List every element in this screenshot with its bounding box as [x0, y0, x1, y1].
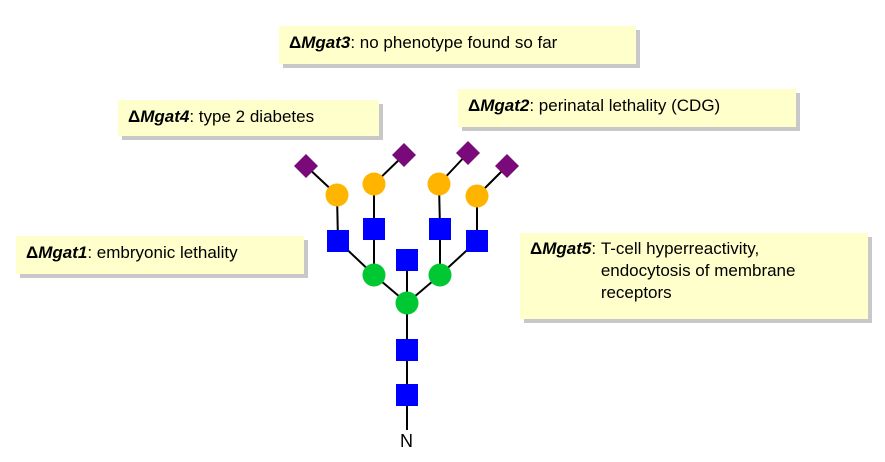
- gene-name: ΔMgat4: [128, 107, 190, 126]
- mgat2-callout: ΔMgat2: perinatal lethality (CDG): [458, 89, 796, 127]
- mgat4-callout: ΔMgat4: type 2 diabetes: [118, 100, 379, 136]
- phenotype-text: type 2 diabetes: [194, 107, 315, 126]
- sialic-acid-diamond: [456, 141, 480, 165]
- sialic-acid-diamond: [495, 154, 519, 178]
- galactose-circle: [465, 184, 489, 208]
- sialic-acid-diamond: [294, 154, 318, 178]
- mannose-circle: [395, 291, 419, 315]
- gene-name: ΔMgat1: [26, 243, 88, 262]
- galactose-circle: [325, 183, 349, 207]
- glcnac-square: [429, 218, 451, 240]
- sialic-acid-diamond: [392, 143, 416, 167]
- glcnac-square: [396, 339, 418, 361]
- mannose-circle: [428, 263, 452, 287]
- glcnac-square: [396, 384, 418, 406]
- bisecting-glcnac: [396, 249, 418, 271]
- galactose-circle: [362, 172, 386, 196]
- phenotype-line-2: endocytosis of membrane: [600, 261, 796, 280]
- glycan-residues: [294, 141, 519, 406]
- galactose-circle: [427, 172, 451, 196]
- mgat3-callout: ΔMgat3: no phenotype found so far: [279, 26, 636, 64]
- phenotype-line-1: T-cell hyperreactivity,: [600, 239, 760, 258]
- phenotype-text: no phenotype found so far: [355, 33, 558, 52]
- glcnac-square: [327, 230, 349, 252]
- mannose-circle: [362, 263, 386, 287]
- gene-name: ΔMgat5: [530, 239, 592, 258]
- mgat5-callout: ΔMgat5: T-cell hyperreactivity, endocyto…: [520, 233, 868, 319]
- gene-name: ΔMgat2: [468, 96, 530, 115]
- reducing-end-label: N: [400, 431, 413, 451]
- mgat1-callout: ΔMgat1: embryonic lethality: [16, 236, 304, 274]
- gene-name: ΔMgat3: [289, 33, 351, 52]
- phenotype-text: perinatal lethality (CDG): [534, 96, 721, 115]
- glcnac-square: [363, 218, 385, 240]
- glcnac-square: [466, 230, 488, 252]
- phenotype-line-3: receptors: [600, 283, 672, 302]
- phenotype-text: embryonic lethality: [92, 243, 238, 262]
